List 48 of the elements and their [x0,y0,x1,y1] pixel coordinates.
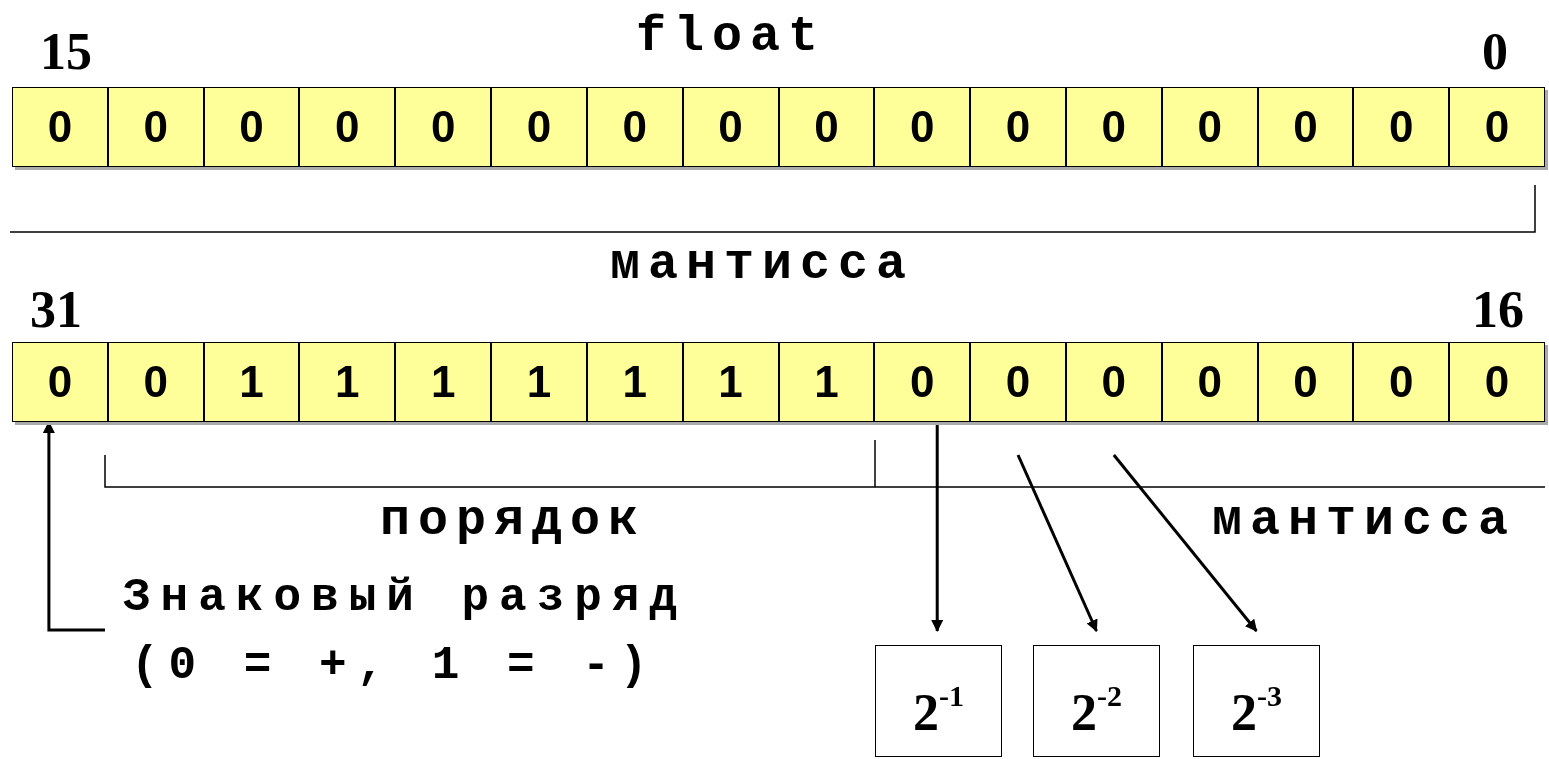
bit-cell: 1 [682,342,779,422]
bit-cell: 1 [586,342,683,422]
bit-cell: 0 [1065,87,1162,167]
bit-number: 0 [1482,22,1508,81]
power-box: 2$^{-1}$ [875,645,1002,757]
bit-cell: 0 [1449,342,1545,422]
bit-cell: 1 [203,342,300,422]
bit-cell: 0 [970,87,1066,167]
bit-number: 31 [30,280,82,339]
power-box: 2$^{-2}$ [1033,645,1160,757]
bit-cell: 0 [1353,342,1450,422]
bit-cell: 0 [203,87,300,167]
bit-cell: 0 [586,87,683,167]
bit-cell: 0 [491,87,587,167]
bit-cell: 0 [12,342,108,422]
type-label: float [636,8,827,65]
bit-number: 16 [1472,280,1524,339]
bit-cell: 0 [299,87,396,167]
bit-cell: 0 [1161,87,1258,167]
bit-cell: 0 [12,87,108,167]
bit-cell: 0 [874,342,971,422]
power-box: 2$^{-3}$ [1193,645,1320,757]
bit-cell: 0 [682,87,779,167]
bit-cell: 0 [107,87,204,167]
bit-cell: 1 [299,342,396,422]
sign-bit-note: (0 = +, 1 = -) [131,640,659,692]
bit-cell: 0 [1353,87,1450,167]
sign-bit-note: Знаковый разряд [123,572,689,624]
arrow [1112,454,1258,632]
bit-cell: 0 [1449,87,1545,167]
bit-cell: 0 [1065,342,1162,422]
bit-cell: 0 [1257,87,1354,167]
bit-cell: 0 [395,87,492,167]
bit-cell: 1 [395,342,492,422]
arrow [931,422,944,632]
bit-number: 15 [40,22,92,81]
field-label: мантисса [1212,492,1517,549]
bit-cell: 0 [874,87,971,167]
bit-cell: 0 [778,87,875,167]
bit-cell: 0 [1161,342,1258,422]
arrow [1016,454,1098,632]
bit-cell: 1 [778,342,875,422]
bit-cell: 0 [1257,342,1354,422]
field-label: мантисса [610,236,915,293]
bit-cell: 1 [491,342,587,422]
bit-cell: 0 [970,342,1066,422]
field-label: порядок [380,492,647,549]
bit-cell: 0 [107,342,204,422]
